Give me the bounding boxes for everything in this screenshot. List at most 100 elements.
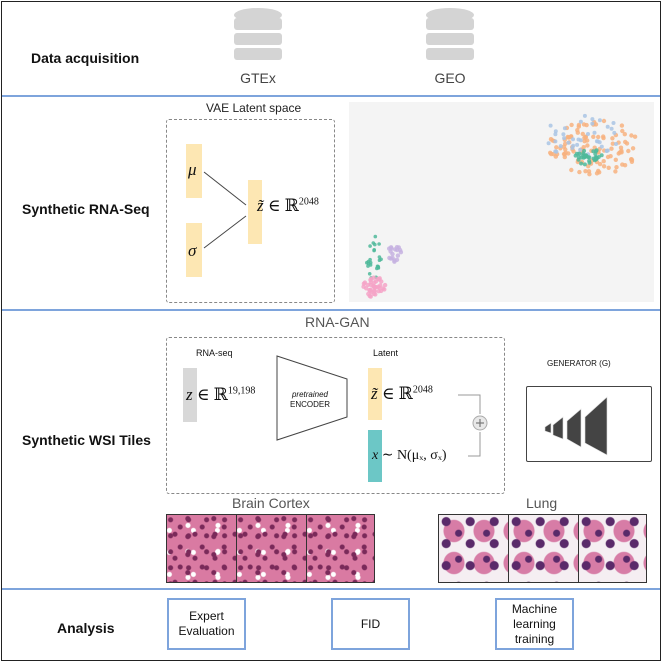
- scatter-point: [366, 264, 370, 268]
- scatter-point: [570, 146, 575, 150]
- scatter-point: [365, 282, 371, 288]
- scatter-point: [614, 165, 619, 170]
- scatter-point: [599, 144, 604, 149]
- scatter-point: [591, 156, 596, 161]
- scatter-point: [609, 146, 614, 151]
- scatter-point: [622, 163, 628, 168]
- scatter-point: [610, 136, 615, 141]
- scatter-point: [576, 155, 581, 160]
- vae-latent-formula: z̃ ∈ ℝ2048: [257, 196, 319, 215]
- scatter-point: [580, 131, 585, 137]
- brain-cortex-caption: Brain Cortex: [232, 495, 310, 511]
- scatter-point: [382, 287, 387, 292]
- vae-box: [166, 119, 335, 303]
- scatter-point: [578, 119, 583, 124]
- scatter-point: [609, 126, 614, 131]
- scatter-point: [573, 153, 578, 158]
- scatter-point: [553, 129, 558, 134]
- brain-tile: [306, 514, 375, 583]
- section-separator: [2, 95, 660, 97]
- scatter-point: [582, 162, 587, 167]
- vae-title: VAE Latent space: [206, 101, 302, 115]
- scatter-point: [619, 123, 625, 128]
- scatter-point: [548, 137, 554, 142]
- scatter-point: [626, 148, 631, 154]
- scatter-point: [376, 289, 381, 294]
- scatter-point: [582, 153, 587, 158]
- scatter-point: [596, 168, 601, 174]
- scatter-point: [379, 257, 383, 262]
- scatter-point: [585, 143, 590, 148]
- scatter-point: [561, 144, 567, 149]
- scatter-point: [382, 282, 388, 288]
- scatter-point: [388, 256, 394, 261]
- scatter-point: [592, 130, 597, 135]
- analysis-box-expert-evaluation: Expert Evaluation: [167, 598, 246, 650]
- scatter-point: [596, 134, 601, 140]
- latent-bar: [368, 368, 382, 420]
- scatter-point: [398, 250, 404, 255]
- scatter-point: [629, 157, 634, 162]
- scatter-point: [562, 126, 567, 131]
- scatter-point: [569, 167, 574, 173]
- rna-gan-title: RNA-GAN: [305, 314, 370, 330]
- scatter-point: [577, 169, 582, 175]
- scatter-point: [578, 147, 583, 152]
- scatter-point: [375, 284, 381, 289]
- noise-formula: x ∼ N(μₓ, σₓ): [372, 448, 447, 463]
- mu-bar: [186, 144, 202, 198]
- scatter-point: [565, 134, 570, 140]
- scatter-point: [569, 122, 574, 128]
- rnaseq-label: RNA-seq: [196, 348, 233, 358]
- scatter-point: [377, 277, 382, 282]
- scatter-point: [372, 284, 377, 290]
- scatter-point: [587, 155, 592, 160]
- scatter-point: [392, 258, 397, 263]
- scatter-point: [582, 148, 587, 153]
- scatter-point: [579, 161, 584, 166]
- database-label-gtex: GTEx: [240, 70, 276, 86]
- scatter-point: [576, 122, 582, 128]
- scatter-point: [583, 169, 588, 174]
- analysis-box-ml-training: Machine learning training: [495, 598, 574, 650]
- section-separator: [2, 588, 660, 590]
- scatter-point: [630, 146, 636, 151]
- latent-bar: [248, 180, 262, 244]
- scatter-point: [558, 144, 563, 149]
- latent-scatter-plot: [349, 102, 654, 302]
- scatter-point: [372, 248, 376, 252]
- scatter-point: [546, 141, 551, 146]
- scatter-point: [601, 164, 607, 169]
- lung-tile: [508, 514, 579, 583]
- scatter-point: [606, 165, 611, 170]
- database-label-geo: GEO: [434, 70, 466, 86]
- scatter-point: [553, 139, 558, 144]
- generator-box: [526, 386, 652, 462]
- scatter-point: [587, 172, 592, 177]
- scatter-point: [582, 139, 587, 144]
- scatter-point: [388, 245, 394, 250]
- scatter-point: [368, 288, 373, 294]
- database-icon: [234, 8, 282, 60]
- noise-bar: [368, 430, 382, 482]
- scatter-point: [605, 154, 611, 160]
- scatter-point: [548, 123, 553, 128]
- scatter-point: [613, 169, 618, 174]
- scatter-point: [604, 148, 609, 153]
- scatter-point: [623, 139, 628, 145]
- scatter-point: [586, 132, 590, 136]
- scatter-point: [629, 133, 634, 138]
- scatter-point: [377, 242, 381, 246]
- lung-tile: [578, 514, 647, 583]
- scatter-point: [571, 137, 575, 142]
- scatter-point: [554, 149, 559, 154]
- scatter-point: [597, 118, 602, 123]
- scatter-point: [611, 121, 616, 125]
- scatter-point: [371, 241, 376, 245]
- scatter-point: [368, 244, 372, 248]
- generator-network-icon: [544, 396, 608, 456]
- scatter-point: [590, 121, 595, 126]
